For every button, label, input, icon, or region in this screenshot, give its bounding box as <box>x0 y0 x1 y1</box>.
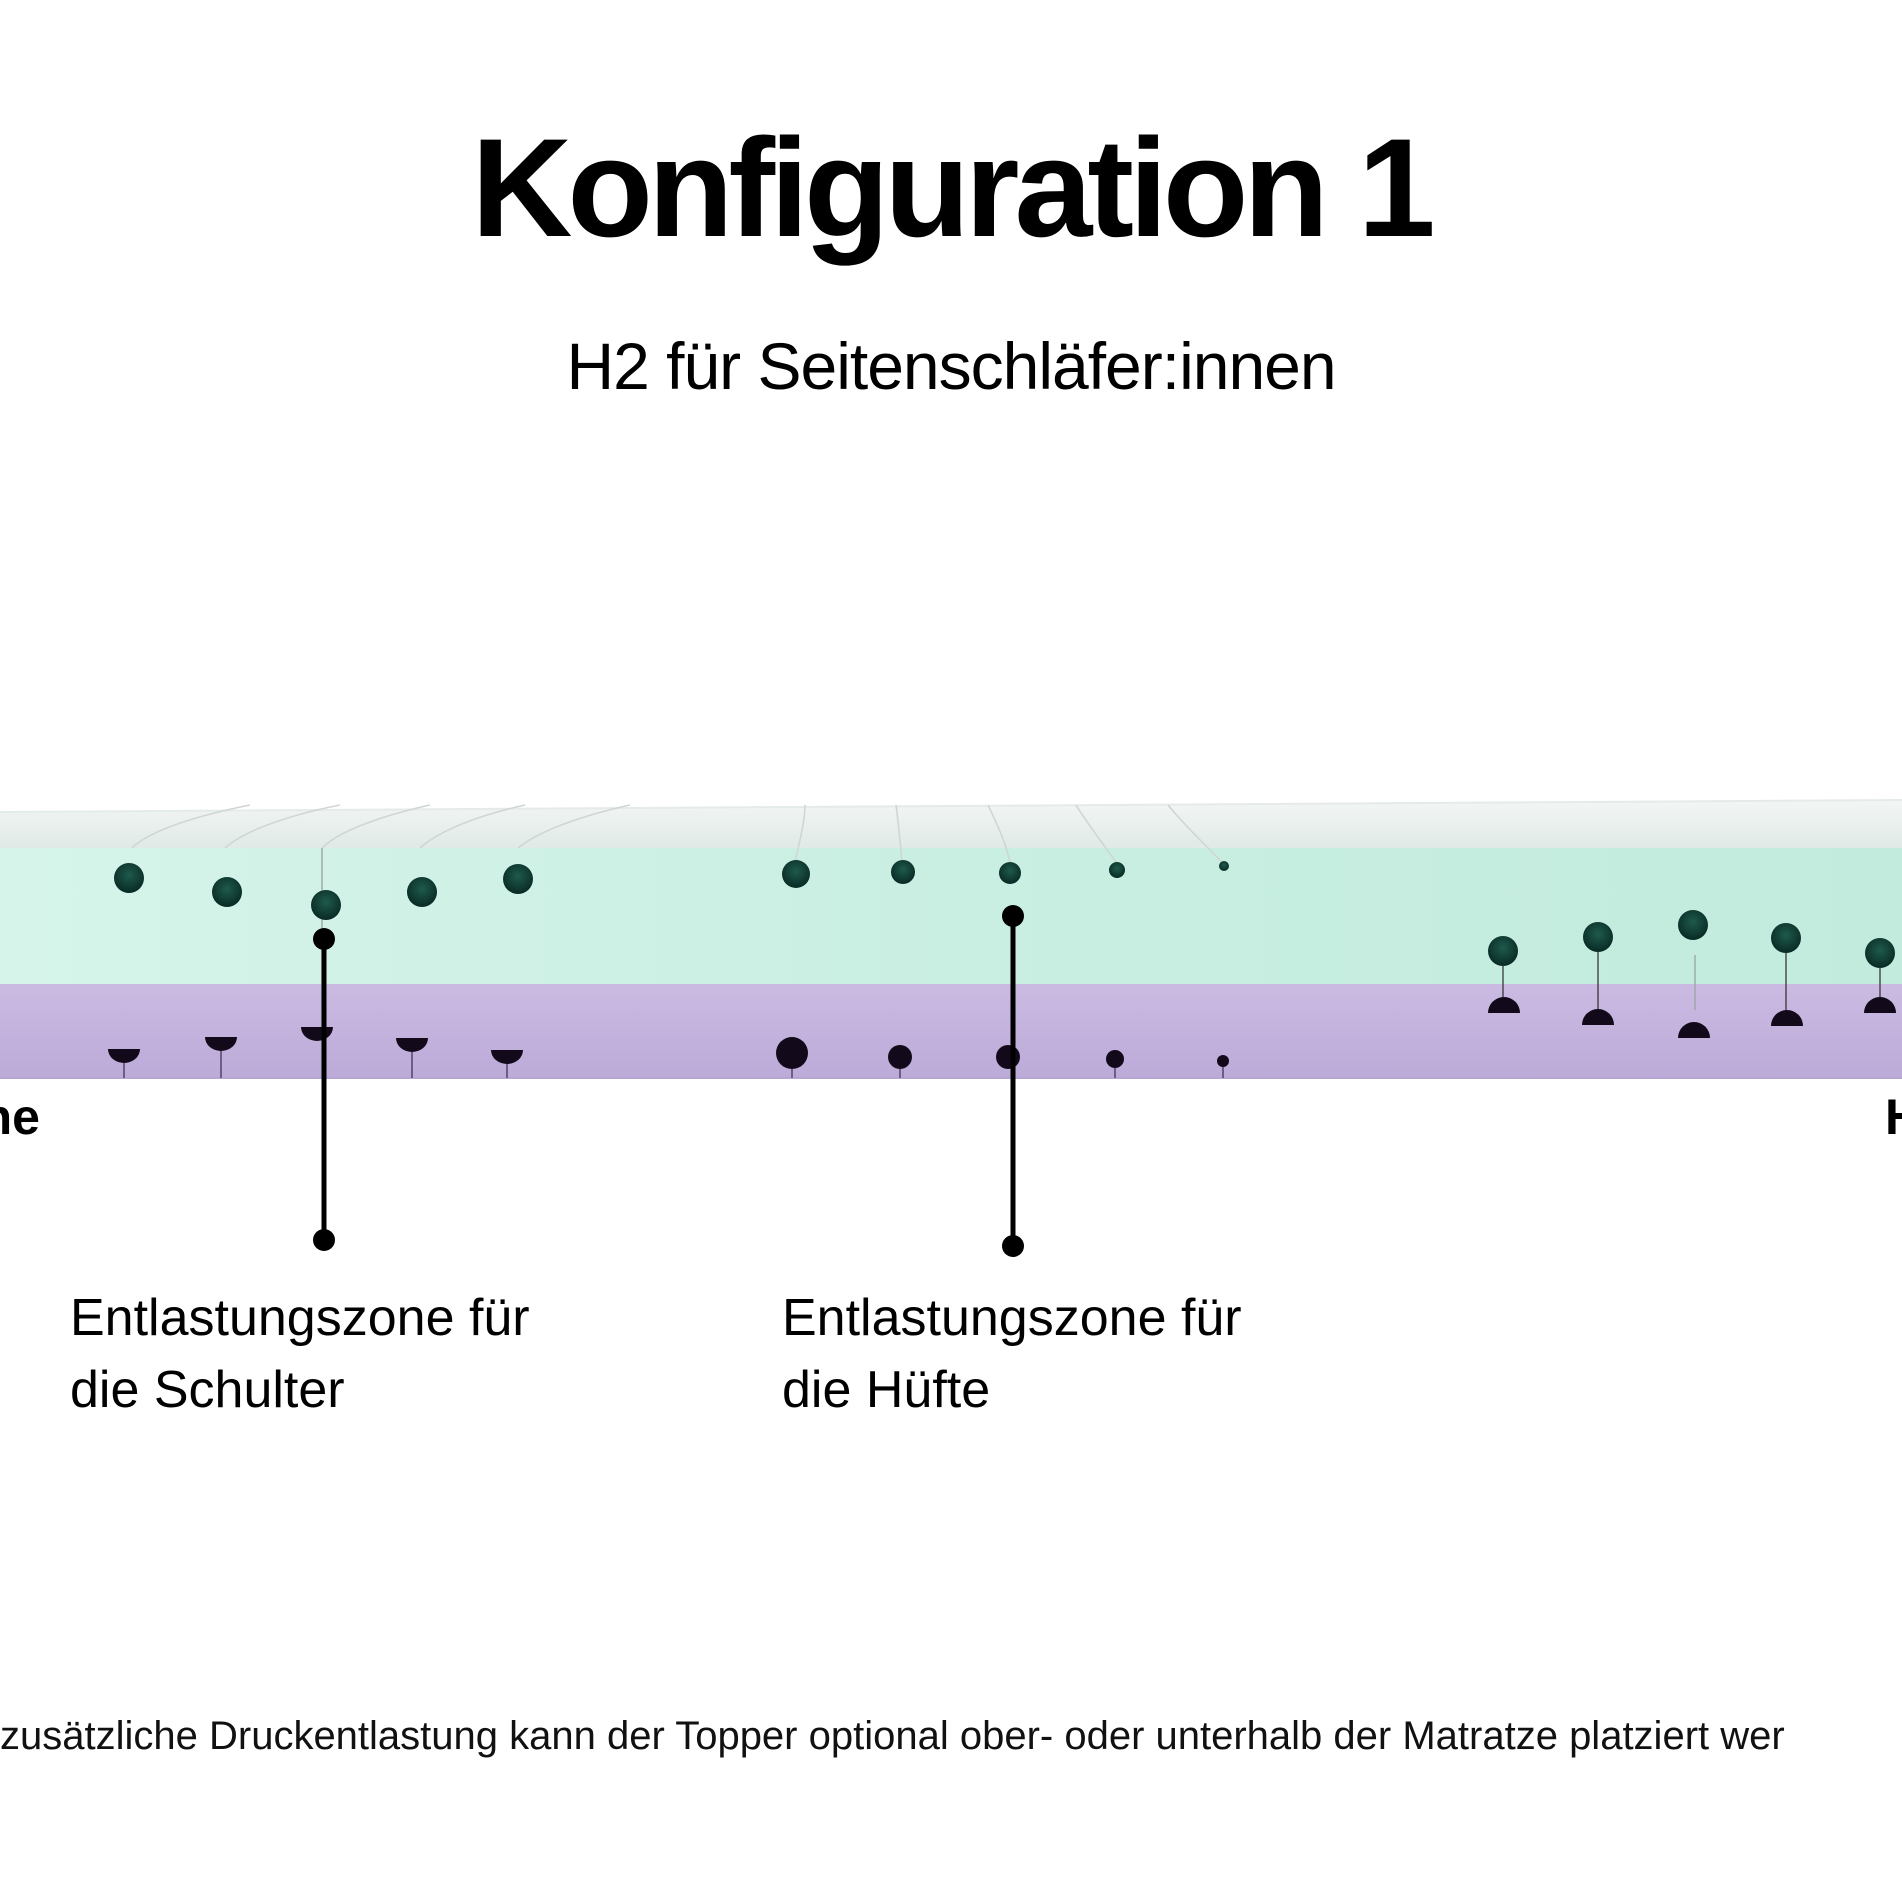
hip-zone-holes-top <box>782 860 1229 888</box>
end-label-right: H <box>1885 1092 1902 1142</box>
shoulder-zone-holes-top <box>114 863 533 920</box>
callout-hip-line1: Entlastungszone für <box>782 1289 1242 1347</box>
leg-zone-holes-bottom <box>1488 997 1896 1038</box>
page-title: Konfiguration 1 <box>471 109 1435 266</box>
callout-shoulder-line2: die Schulter <box>70 1361 345 1419</box>
leg-zone-holes-top <box>1488 910 1895 968</box>
topper-top-surface <box>0 800 1902 850</box>
hip-zone-holes-bottom <box>776 1037 1229 1069</box>
shoulder-zone-holes-bottom <box>108 1027 523 1064</box>
end-label-left: ne <box>0 1089 40 1145</box>
callout-hip-line2: die Hüfte <box>782 1361 991 1419</box>
topper-bottom-layer <box>0 984 1902 1078</box>
surface-slits <box>131 804 1223 863</box>
callout-shoulder-line1: Entlastungszone für <box>70 1289 530 1347</box>
callout-hip-zone: Entlastungszone für die Hüfte <box>782 1282 1242 1426</box>
page-subtitle: H2 für Seitenschläfer:innen <box>566 329 1336 403</box>
callout-marker-hip <box>1002 905 1024 1257</box>
topper-top-layer <box>0 848 1902 986</box>
callout-shoulder-zone: Entlastungszone für die Schulter <box>70 1282 530 1426</box>
footnote: zusätzliche Druckentlastung kann der Top… <box>0 1714 1785 1758</box>
callout-marker-shoulder <box>313 928 335 1251</box>
